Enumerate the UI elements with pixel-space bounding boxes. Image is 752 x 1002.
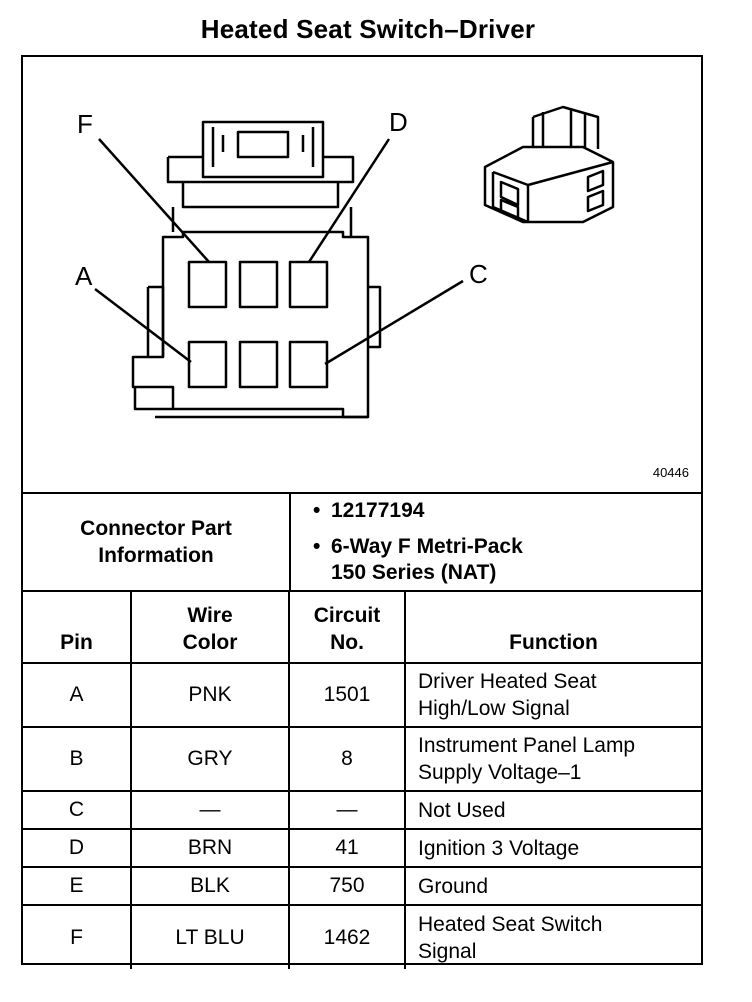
wire-color-cell: PNK	[130, 662, 290, 728]
connector-type-line1: 6-Way F Metri-Pack	[331, 535, 523, 558]
pin-cavity-d	[288, 260, 329, 309]
connector-info-label-line1: Connector Part	[80, 517, 232, 540]
circuit-cell: 1501	[288, 662, 406, 728]
circuit-cell: 41	[288, 828, 406, 868]
bullet-icon: •	[313, 499, 321, 522]
pin-cell: E	[23, 866, 132, 906]
circuit-cell: —	[288, 790, 406, 830]
pin-cell: B	[23, 726, 132, 792]
function-cell: Ground	[404, 866, 701, 906]
wire-color-cell: GRY	[130, 726, 290, 792]
connector-info-label-line2: Information	[98, 544, 214, 567]
header-pin: Pin	[23, 592, 132, 664]
pin-cavity-f	[187, 260, 228, 309]
page-title: Heated Seat Switch–Driver	[200, 14, 536, 44]
pin-label-c: C	[469, 259, 488, 289]
connector-type-line2: 150 Series (NAT)	[331, 561, 497, 584]
table-row: E BLK 750 Ground	[23, 866, 701, 906]
pin-cavity-b	[238, 340, 279, 389]
connector-sheet: F D A C 40446 Connector Part Information…	[21, 55, 703, 969]
wire-color-cell: BLK	[130, 866, 290, 906]
connector-info-values: • 12177194 • 6-Way F Metri-Pack 150 Seri…	[291, 494, 701, 590]
pin-cavity-c	[288, 340, 329, 389]
pin-cell: F	[23, 904, 132, 969]
connector-drawing	[94, 105, 615, 419]
header-function: Function	[404, 592, 701, 664]
wire-color-cell: —	[130, 790, 290, 830]
wire-color-cell: BRN	[130, 828, 290, 868]
function-cell: Not Used	[404, 790, 701, 830]
pin-cell: D	[23, 828, 132, 868]
circuit-cell: 750	[288, 866, 406, 906]
wire-color-cell: LT BLU	[130, 904, 290, 969]
pin-label-a: A	[75, 261, 93, 291]
circuit-cell: 1462	[288, 904, 406, 969]
part-number-item: • 12177194	[313, 498, 425, 524]
connector-diagram: F D A C 40446	[23, 57, 701, 494]
bullet-icon: •	[313, 535, 321, 558]
pin-label-f: F	[77, 109, 93, 139]
connector-part-info: Connector Part Information • 12177194 • …	[23, 494, 701, 592]
table-row: C — — Not Used	[23, 790, 701, 830]
circuit-cell: 8	[288, 726, 406, 792]
pin-cell: A	[23, 662, 132, 728]
figure-number: 40446	[652, 465, 689, 480]
pin-cavity-a	[187, 340, 228, 389]
pin-label-d: D	[389, 107, 408, 137]
pin-cell: C	[23, 790, 132, 830]
connector-housing	[131, 230, 370, 419]
pin-cavity-e	[238, 260, 279, 309]
connector-info-label: Connector Part Information	[23, 494, 291, 590]
connector-latch	[201, 120, 325, 179]
function-cell: Ignition 3 Voltage	[404, 828, 701, 868]
part-number: 12177194	[331, 499, 425, 522]
connector-type-item: • 6-Way F Metri-Pack 150 Series (NAT)	[313, 534, 523, 586]
table-row: D BRN 41 Ignition 3 Voltage	[23, 828, 701, 868]
